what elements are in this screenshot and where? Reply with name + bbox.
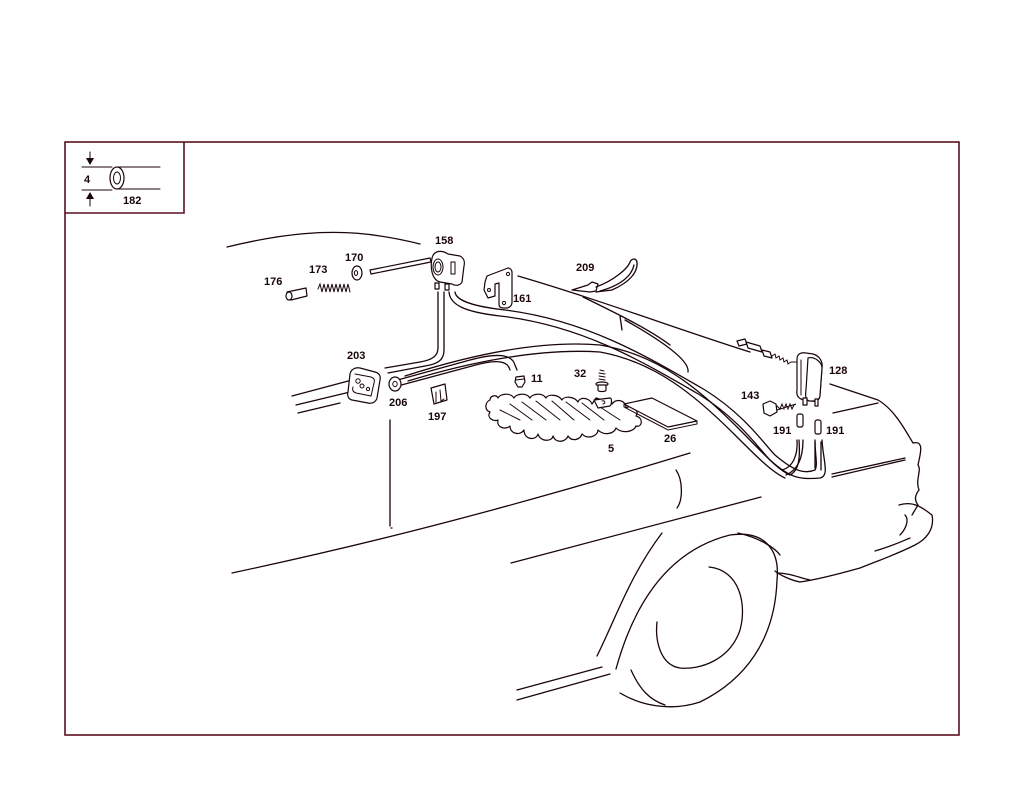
arrow-down-icon — [86, 158, 94, 165]
part-label-128: 128 — [829, 365, 847, 377]
part-label-206: 206 — [389, 397, 407, 409]
front-wheel — [596, 532, 811, 708]
part-170[interactable]: 170 — [345, 252, 363, 281]
part-label-32: 32 — [574, 368, 586, 380]
part-label-5: 5 — [608, 443, 614, 455]
part-32[interactable]: 32 — [574, 368, 609, 393]
part-label-209: 209 — [576, 262, 594, 274]
part-191-left[interactable]: 191 — [773, 413, 804, 437]
part-label-143: 143 — [741, 390, 759, 402]
pump-shaft — [369, 257, 432, 275]
part-label-197: 197 — [428, 411, 446, 423]
part-11[interactable]: 11 — [514, 373, 543, 388]
part-173[interactable]: 173 — [309, 264, 351, 293]
part-128[interactable]: 128 — [796, 352, 848, 407]
part-197[interactable]: 197 — [428, 383, 448, 423]
part-158[interactable]: 158 — [430, 235, 465, 291]
part-label-170: 170 — [345, 252, 363, 264]
part-label-191-left: 191 — [773, 425, 791, 437]
part-203[interactable]: 203 — [347, 350, 381, 404]
part-label-11: 11 — [531, 373, 543, 385]
inset-dimension-label: 4 — [84, 174, 91, 186]
part-label-203: 203 — [347, 350, 365, 362]
washer-hoses — [384, 291, 826, 480]
part-label-161: 161 — [513, 293, 531, 305]
part-label-191-right: 191 — [826, 425, 844, 437]
part-label-158: 158 — [435, 235, 453, 247]
part-209[interactable]: 209 — [571, 258, 638, 293]
part-26[interactable]: 26 — [623, 397, 698, 445]
part-206[interactable]: 206 — [388, 376, 407, 409]
part-label-26: 26 — [664, 433, 676, 445]
diagram-frame — [64, 141, 960, 736]
car-body-outline — [226, 231, 934, 701]
hose-end-left — [781, 439, 798, 471]
inset-part-label[interactable]: 182 — [123, 195, 141, 207]
part-161[interactable]: 161 — [483, 267, 531, 309]
part-label-173: 173 — [309, 264, 327, 276]
part-label-176: 176 — [264, 276, 282, 288]
part-143[interactable]: 143 — [741, 390, 797, 417]
part-5[interactable]: 5 — [485, 393, 642, 455]
hose-end-left-inner — [785, 439, 804, 476]
inset-hose-dimension: 4 182 — [65, 142, 185, 214]
part-191-right[interactable]: 191 — [814, 419, 844, 437]
part-176[interactable]: 176 — [264, 276, 308, 301]
wire-lead — [736, 338, 797, 365]
